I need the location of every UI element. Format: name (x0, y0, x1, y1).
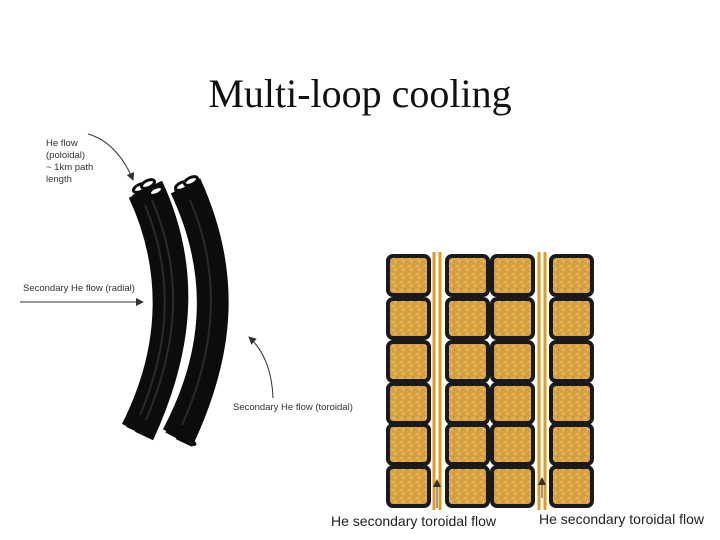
grid-cell-r0-c0 (386, 254, 431, 297)
grid-cell-r5-c1 (445, 465, 490, 508)
grid-cell-r3-c3 (549, 382, 594, 425)
grid-cell-r2-c0 (386, 340, 431, 383)
grid-cell-r2-c1 (445, 340, 490, 383)
he-flow-label-line4: length (46, 174, 72, 185)
grid-cell-r1-c2 (490, 297, 535, 340)
slide-title: Multi-loop cooling (208, 71, 512, 116)
grid-cell-r4-c1 (445, 423, 490, 466)
radial-flow-label: Secondary He flow (radial) (23, 283, 135, 294)
grid-cell-r2-c3 (549, 340, 594, 383)
grid-cell-r1-c0 (386, 297, 431, 340)
grid-cell-r3-c1 (445, 382, 490, 425)
grid-cell-r1-c3 (549, 297, 594, 340)
pipe-bundle-right (162, 175, 229, 447)
grid-cell-r0-c3 (549, 254, 594, 297)
grid-cell-r0-c2 (490, 254, 535, 297)
toroidal-flow-label: Secondary He flow (toroidal) (233, 402, 353, 413)
grid-cell-r1-c1 (445, 297, 490, 340)
toroidal-flow-arrow (248, 336, 274, 399)
grid-cell-r0-c1 (445, 254, 490, 297)
grid-cell-r5-c2 (490, 465, 535, 508)
he-flow-label-line1: He flow (46, 138, 78, 149)
grid-cell-r5-c0 (386, 465, 431, 508)
pipe-bundle-left (121, 178, 189, 441)
coolant-channels (432, 252, 547, 510)
he-flow-label-line3: ~ 1km path (46, 162, 94, 173)
he-flow-label-line2: (poloidal) (46, 150, 86, 161)
grid-cell-r2-c2 (490, 340, 535, 383)
grid-cell-r3-c2 (490, 382, 535, 425)
bottom-label-left: He secondary toroidal flow (331, 513, 496, 529)
he-flow-arrow (87, 133, 135, 181)
grid-cell-r5-c3 (549, 465, 594, 508)
grid-cell-r4-c2 (490, 423, 535, 466)
grid-cell-r4-c3 (549, 423, 594, 466)
cell-grid (386, 254, 594, 508)
grid-cell-r3-c0 (386, 382, 431, 425)
bottom-label-right: He secondary toroidal flow (539, 511, 704, 527)
grid-cell-r4-c0 (386, 423, 431, 466)
